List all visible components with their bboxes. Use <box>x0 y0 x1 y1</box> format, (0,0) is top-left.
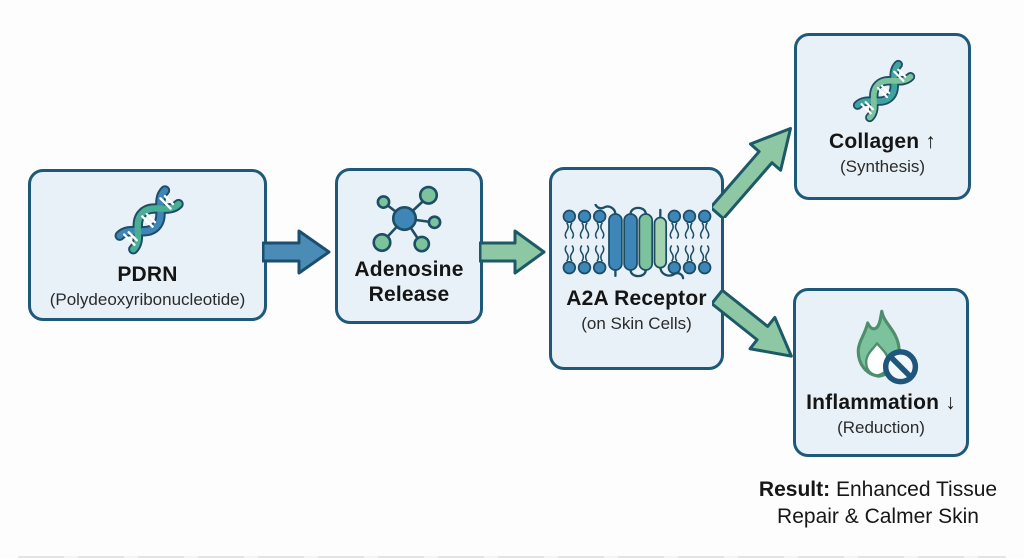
membrane-receptor-icon <box>562 203 711 280</box>
node-subtitle: (Reduction) <box>837 418 925 438</box>
node-subtitle: (on Skin Cells) <box>581 313 692 333</box>
node-adenosine: Adenosine Release <box>335 168 483 324</box>
arrow-receptor-to-inflammation <box>712 290 793 358</box>
prohibition-icon <box>882 349 919 385</box>
node-receptor: A2A Receptor (on Skin Cells) <box>549 167 724 370</box>
node-title: PDRN <box>117 262 178 286</box>
bottom-edge-artifact <box>18 556 1006 558</box>
node-collagen: Collagen ↑ (Synthesis) <box>794 33 971 200</box>
dna-icon <box>852 60 915 123</box>
arrow-adenosine-to-receptor <box>479 229 546 275</box>
node-subtitle: (Synthesis) <box>839 157 926 177</box>
result-text: Enhanced Tissue Repair & Calmer Skin <box>777 478 998 529</box>
node-title: Collagen ↑ <box>828 130 936 154</box>
node-pdrn: PDRN (Polydeoxyribonucleotide) <box>28 169 267 321</box>
result-label: Result: <box>758 478 831 501</box>
node-subtitle: (Polydeoxyribonucleotide) <box>49 289 246 309</box>
molecule-icon <box>372 185 442 253</box>
dna-icon <box>114 185 184 255</box>
flame-icon <box>856 310 919 385</box>
node-title: Inflammation ↓ <box>806 391 956 415</box>
node-inflammation: Inflammation ↓ (Reduction) <box>793 288 969 457</box>
node-title: Adenosine Release <box>354 258 464 306</box>
arrow-receptor-to-collagen <box>712 126 792 218</box>
node-title: A2A Receptor <box>566 286 707 310</box>
result-caption: Result: Enhanced Tissue Repair & Calmer … <box>742 476 1014 531</box>
arrow-pdrn-to-adenosine <box>262 229 331 275</box>
